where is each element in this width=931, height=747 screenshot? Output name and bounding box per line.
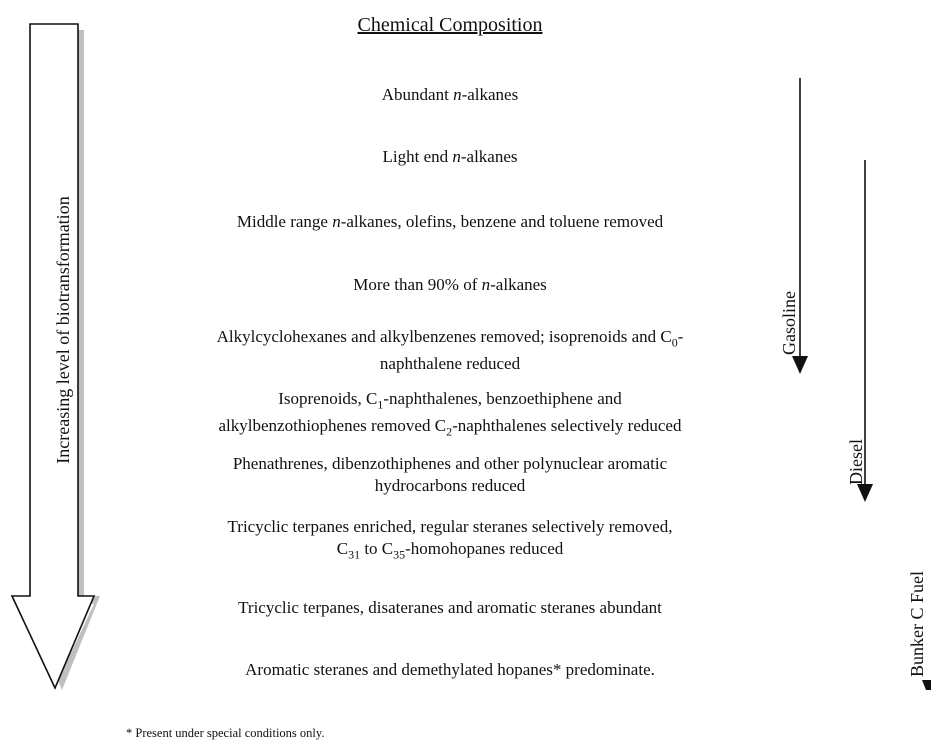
stage-8: Tricyclic terpanes enriched, regular ste… xyxy=(227,517,673,562)
diesel-arrowhead xyxy=(857,484,873,502)
big-arrow-shadow xyxy=(34,30,100,690)
stage-9: Tricyclic terpanes, disateranes and arom… xyxy=(238,598,662,617)
stage-4: More than 90% of n-alkanes xyxy=(353,275,547,294)
stage-5: Alkylcyclohexanes and alkylbenzenes remo… xyxy=(216,327,684,374)
stage-10: Aromatic steranes and demethylated hopan… xyxy=(245,660,655,679)
stage-3: Middle range n-alkanes, olefins, benzene… xyxy=(236,212,664,231)
stage-2: Light end n-alkanes xyxy=(382,147,518,166)
gasoline-label: Gasoline xyxy=(779,291,799,355)
stage-1: Abundant n-alkanes xyxy=(381,85,519,104)
stage-7: Phenathrenes, dibenzothiphenes and other… xyxy=(232,454,668,495)
diesel-label: Diesel xyxy=(846,439,866,485)
stage-6: Isoprenoids, C1-naphthalenes, benzoethip… xyxy=(218,389,682,439)
chemical-composition-heading: Chemical Composition xyxy=(357,14,543,36)
bunker-c-fuel-label: Bunker C Fuel xyxy=(907,571,927,677)
big-arrow-outline xyxy=(10,23,96,690)
gasoline-arrowhead xyxy=(792,356,808,374)
bunker-arrowhead xyxy=(922,680,931,690)
biotransformation-label: Increasing level of biotransformation xyxy=(53,196,73,464)
footnote: * Present under special conditions only. xyxy=(126,726,325,740)
